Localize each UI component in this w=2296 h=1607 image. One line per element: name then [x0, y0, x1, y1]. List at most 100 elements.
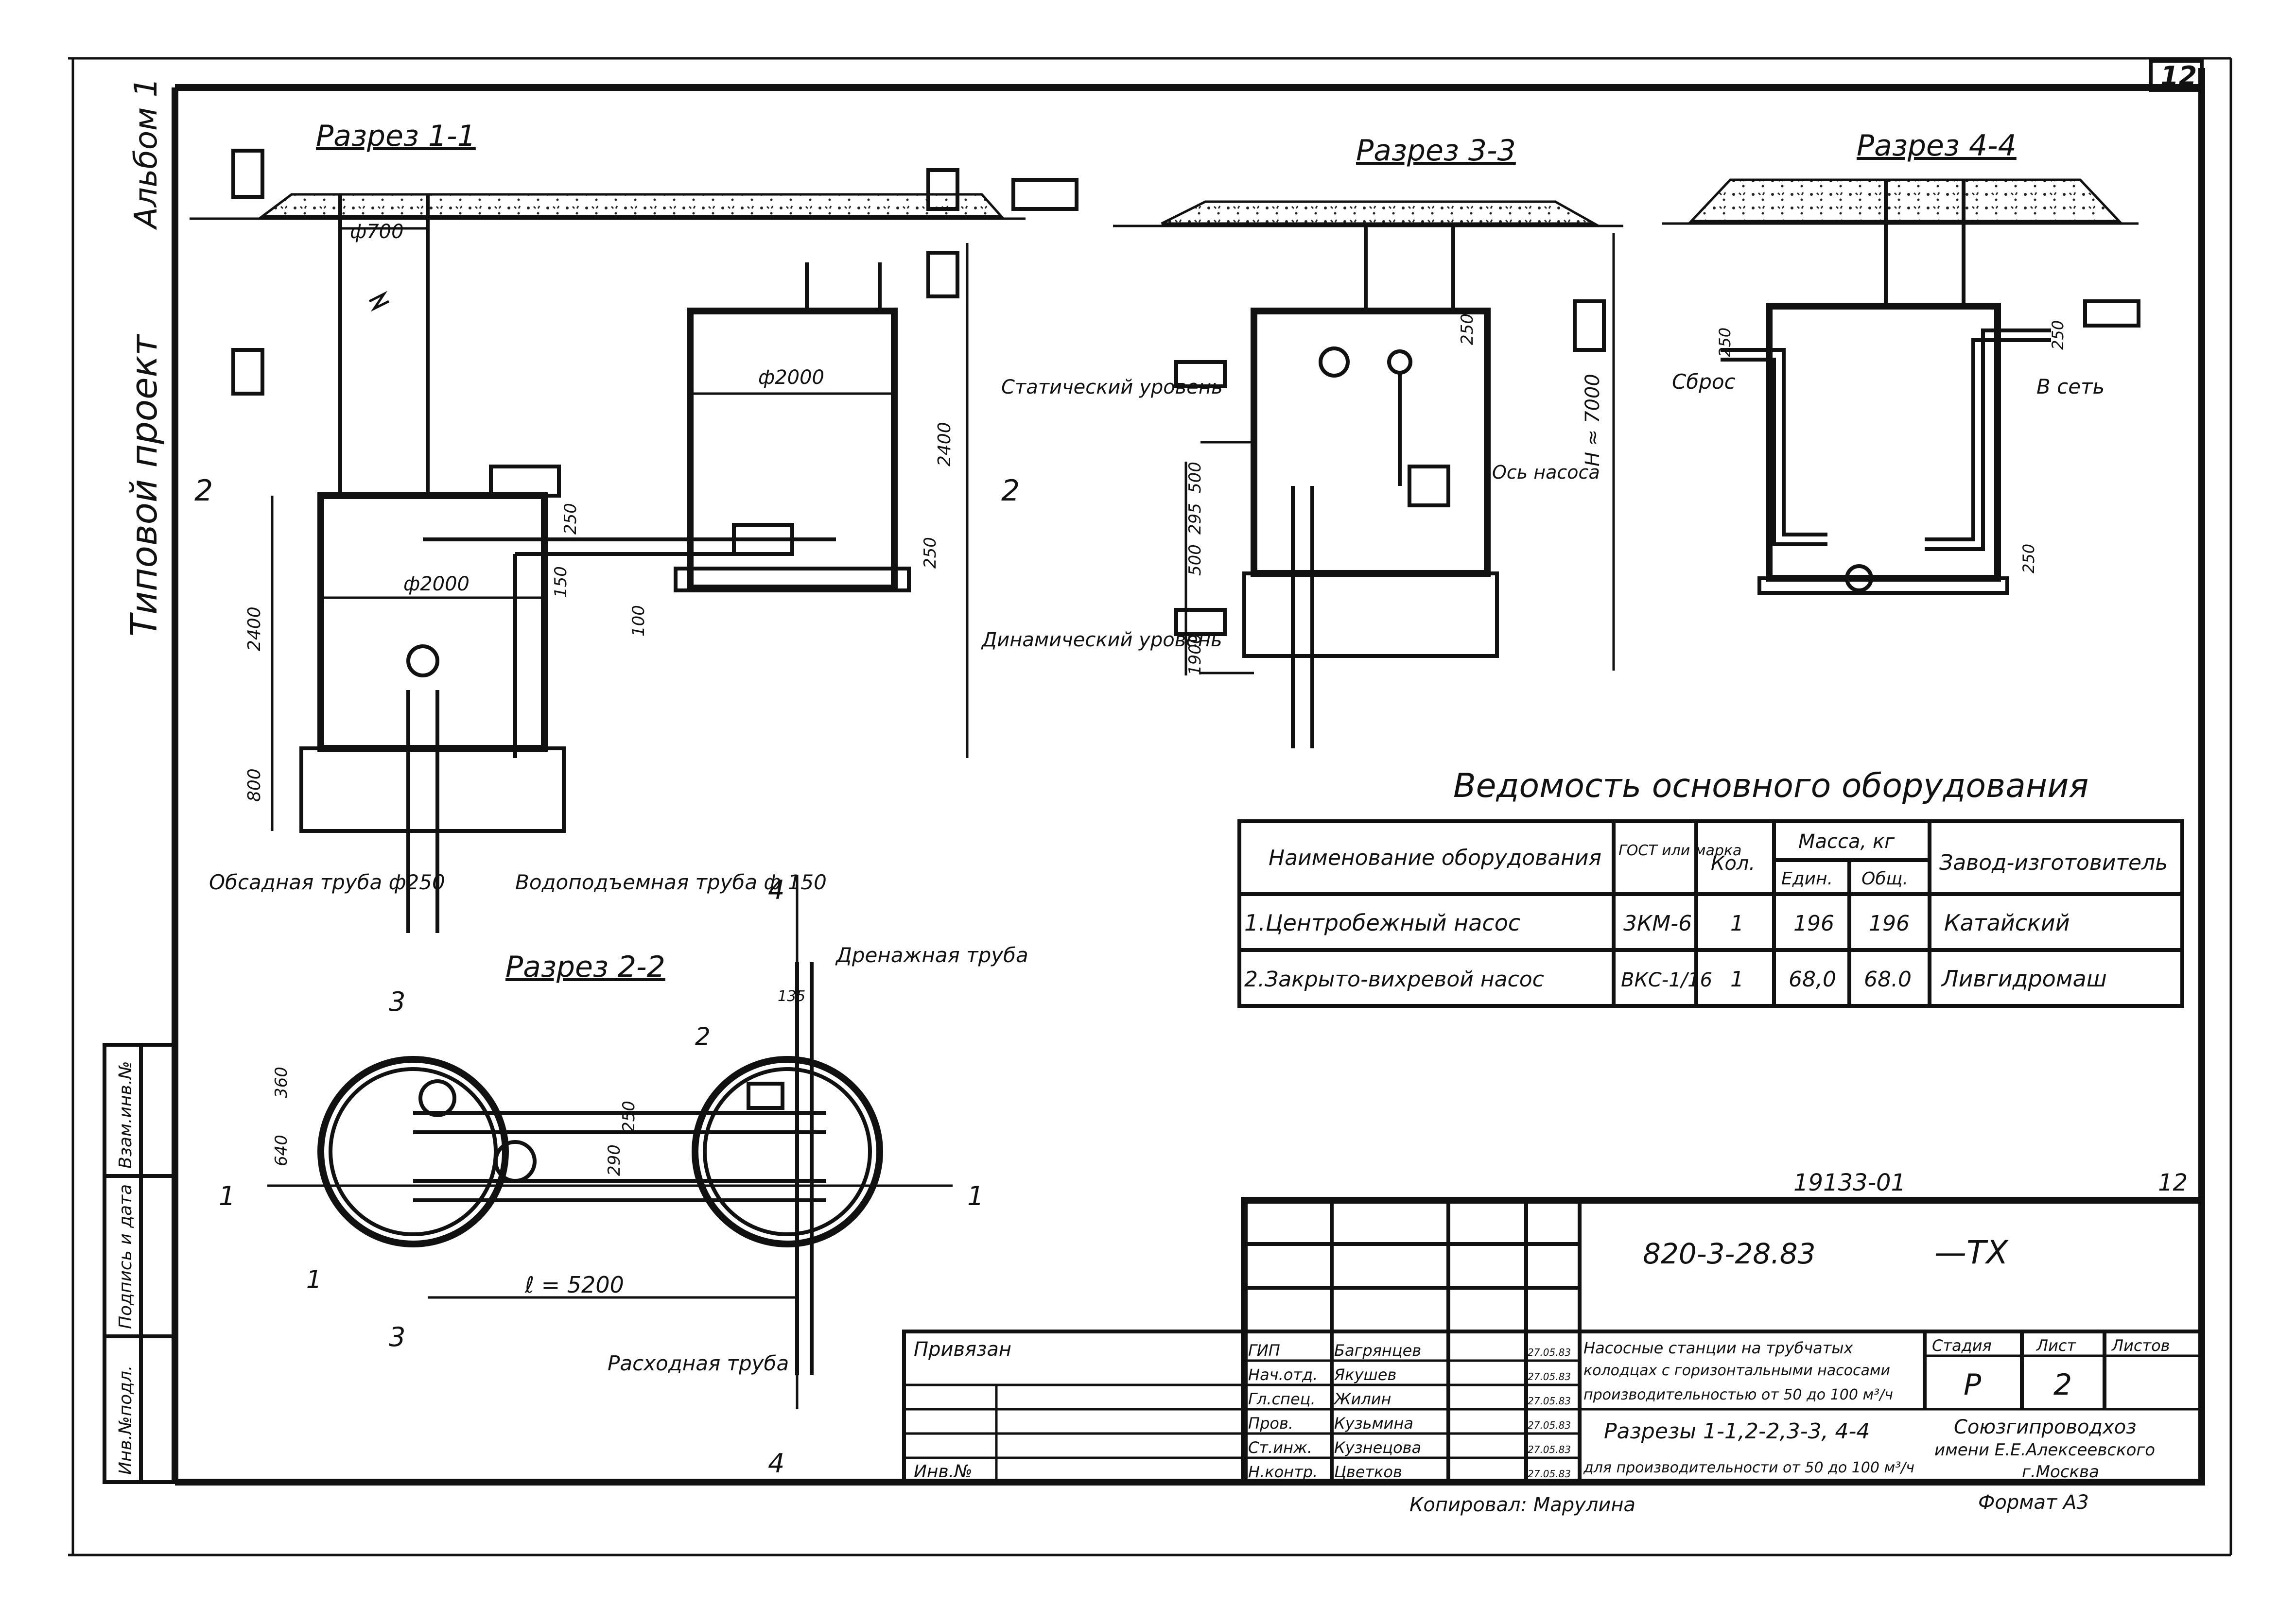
dim-v250-right: 250	[921, 537, 940, 569]
dim-d290: 290	[605, 1144, 624, 1176]
section-4-4-title: Разрез 4-4	[1857, 129, 2017, 163]
marker-4-bottom: 4	[768, 1448, 784, 1479]
stamp-inv-podl: Инв.№подл.	[116, 1365, 136, 1475]
label-discharge-pipe: Расходная труба	[608, 1351, 789, 1375]
dim-h2400-left: 2400	[244, 606, 264, 651]
org-line-1: Союзгипроводхоз	[1954, 1416, 2137, 1438]
sheet-format: Формат А3	[1978, 1491, 2089, 1514]
dim-d2000-right: ф2000	[758, 366, 824, 389]
sheet-number-corner: 12	[2160, 61, 2197, 91]
label-drop: Сброс	[1672, 370, 1736, 394]
sheet-title-1: Разрезы 1-1,2-2,3-3, 4-4	[1604, 1419, 1870, 1444]
marker-3-top: 3	[389, 986, 405, 1017]
label-dynamic-level: Динамический уровень	[981, 629, 1222, 651]
row2-qty: 1	[1730, 967, 1744, 992]
table-row: 2.Закрыто-вихревой насос ВКС-1/16 1 68,0…	[1244, 966, 2107, 992]
table-header-maker: Завод-изготовитель	[1939, 850, 2168, 875]
staff-role-2: Нач.отд.	[1248, 1365, 1318, 1384]
row2-gost: ВКС-1/16	[1621, 969, 1712, 991]
dim-295: 295	[1185, 503, 1205, 535]
equipment-table: Ведомость основного оборудования Наимено…	[1237, 767, 2184, 1008]
dim-h2400-right: 2400	[935, 422, 955, 467]
doc-number: 19133-01	[1793, 1169, 1906, 1196]
label-drain-pipe: Дренажная труба	[835, 943, 1028, 967]
list-value: 2	[2053, 1368, 2072, 1402]
section-marker-2-right: 2	[1001, 474, 1020, 508]
org-line-2: имени Е.Е.Алексеевского	[1934, 1440, 2155, 1460]
staff-role-5: Ст.инж.	[1248, 1438, 1312, 1457]
staff-name-6: Цветков	[1334, 1463, 1402, 1481]
dim-d700: ф700	[350, 221, 404, 243]
table-header-qty: Кол.	[1711, 852, 1755, 875]
dim-d360: 360	[272, 1067, 291, 1098]
staff-name-3: Жилин	[1333, 1390, 1391, 1408]
dim-1900: 1900	[1185, 633, 1205, 675]
row1-unit: 196	[1793, 911, 1834, 936]
equipment-table-title: Ведомость основного оборудования	[1453, 767, 2088, 805]
staff-date-4: 27.05.83	[1528, 1419, 1571, 1431]
label-h7000: H ≈ 7000	[1582, 374, 1604, 467]
dim-v150: 150	[551, 566, 571, 598]
staff-name-4: Кузьмина	[1334, 1414, 1413, 1433]
doc-mark: —ТХ	[1934, 1234, 2009, 1271]
side-titles: Альбом 1 Типовой проект	[123, 78, 165, 637]
doc-code: 820-3-28.83	[1643, 1237, 1816, 1270]
staff-date-1: 27.05.83	[1528, 1347, 1571, 1358]
row1-total: 196	[1869, 911, 1910, 936]
staff-role-6: Н.контр.	[1248, 1463, 1318, 1481]
inv-label: Инв.№	[914, 1462, 973, 1482]
row1-qty: 1	[1730, 911, 1744, 936]
dim-250-right: 250	[2049, 320, 2067, 350]
row2-name: 2.Закрыто-вихревой насос	[1244, 967, 1544, 992]
staff-role-3: Гл.спец.	[1248, 1390, 1316, 1408]
row2-maker: Ливгидромаш	[1941, 966, 2107, 992]
org-line-3: г.Москва	[2022, 1462, 2099, 1482]
stage-header: Стадия	[1932, 1336, 1992, 1355]
dim-250: 250	[1458, 313, 1477, 345]
table-header-total: Общ.	[1861, 869, 1908, 889]
dim-v100: 100	[629, 605, 648, 637]
table-row: 1.Центробежный насос 3КМ-6 1 196 196 Кат…	[1244, 910, 2070, 936]
project-title-2: колодцах с горизонтальными насосами	[1583, 1362, 1890, 1379]
copied-by: Копировал: Марулина	[1409, 1494, 1635, 1516]
staff-date-2: 27.05.83	[1528, 1371, 1571, 1382]
sheet-title-2: для производительности от 50 до 100 м³/ч	[1583, 1459, 1914, 1476]
row1-maker: Катайский	[1944, 910, 2070, 936]
label-pump-axis: Ось насоса	[1492, 462, 1600, 483]
dim-length: ℓ = 5200	[524, 1272, 624, 1298]
list-header: Лист	[2036, 1336, 2076, 1355]
dim-v250-top: 250	[561, 503, 580, 535]
staff-role-4: Пров.	[1248, 1414, 1293, 1433]
staff-name-1: Багрянцев	[1334, 1341, 1421, 1360]
staff-name-2: Якушев	[1334, 1365, 1396, 1384]
sheet-number-top: 12	[2158, 1169, 2188, 1196]
marker-3-bottom: 3	[389, 1322, 405, 1352]
staff-date-6: 27.05.83	[1528, 1468, 1571, 1480]
staff-role-1: ГИП	[1248, 1341, 1280, 1360]
marker-1-left: 1	[219, 1181, 235, 1211]
dim-250-left: 250	[1716, 328, 1734, 357]
project-title-1: Насосные станции на трубчатых	[1583, 1339, 1854, 1357]
label-static-level: Статический уровень	[1001, 376, 1223, 398]
section-2-2: Разрез 2-2 360 640 290 250 135 ℓ = 5200 …	[219, 875, 1028, 1479]
marker-1-right: 1	[967, 1181, 984, 1211]
album-label: Альбом 1	[128, 78, 164, 230]
staff-rows: ГИП Багрянцев 27.05.83 Нач.отд. Якушев 2…	[1248, 1341, 1571, 1481]
staff-name-5: Кузнецова	[1334, 1438, 1421, 1457]
tied-label: Привязан	[914, 1338, 1011, 1361]
label-to-network: В сеть	[2036, 375, 2105, 398]
marker-4-top: 4	[768, 875, 784, 905]
section-3-3: Разрез 3-3 Статический уровень Динамичес…	[981, 134, 1623, 748]
marker-2-callout: 2	[695, 1022, 711, 1051]
lists-header: Листов	[2111, 1336, 2170, 1355]
project-type-label: Типовой проект	[123, 334, 165, 637]
row1-gost: 3КМ-6	[1623, 911, 1692, 936]
dim-d135: 135	[778, 988, 805, 1005]
section-1-1: Разрез 1-1 ф700 ф2000 2400 800 150 100 2…	[190, 119, 1078, 933]
dim-h800: 800	[244, 768, 264, 802]
staff-date-3: 27.05.83	[1528, 1395, 1571, 1407]
project-title-3: производительностью от 50 до 100 м³/ч	[1583, 1386, 1893, 1403]
label-riser: Водоподъемная труба ф 150	[515, 870, 827, 894]
table-header-gost: ГОСТ или марка	[1618, 842, 1741, 859]
row1-name: 1.Центробежный насос	[1244, 910, 1520, 936]
